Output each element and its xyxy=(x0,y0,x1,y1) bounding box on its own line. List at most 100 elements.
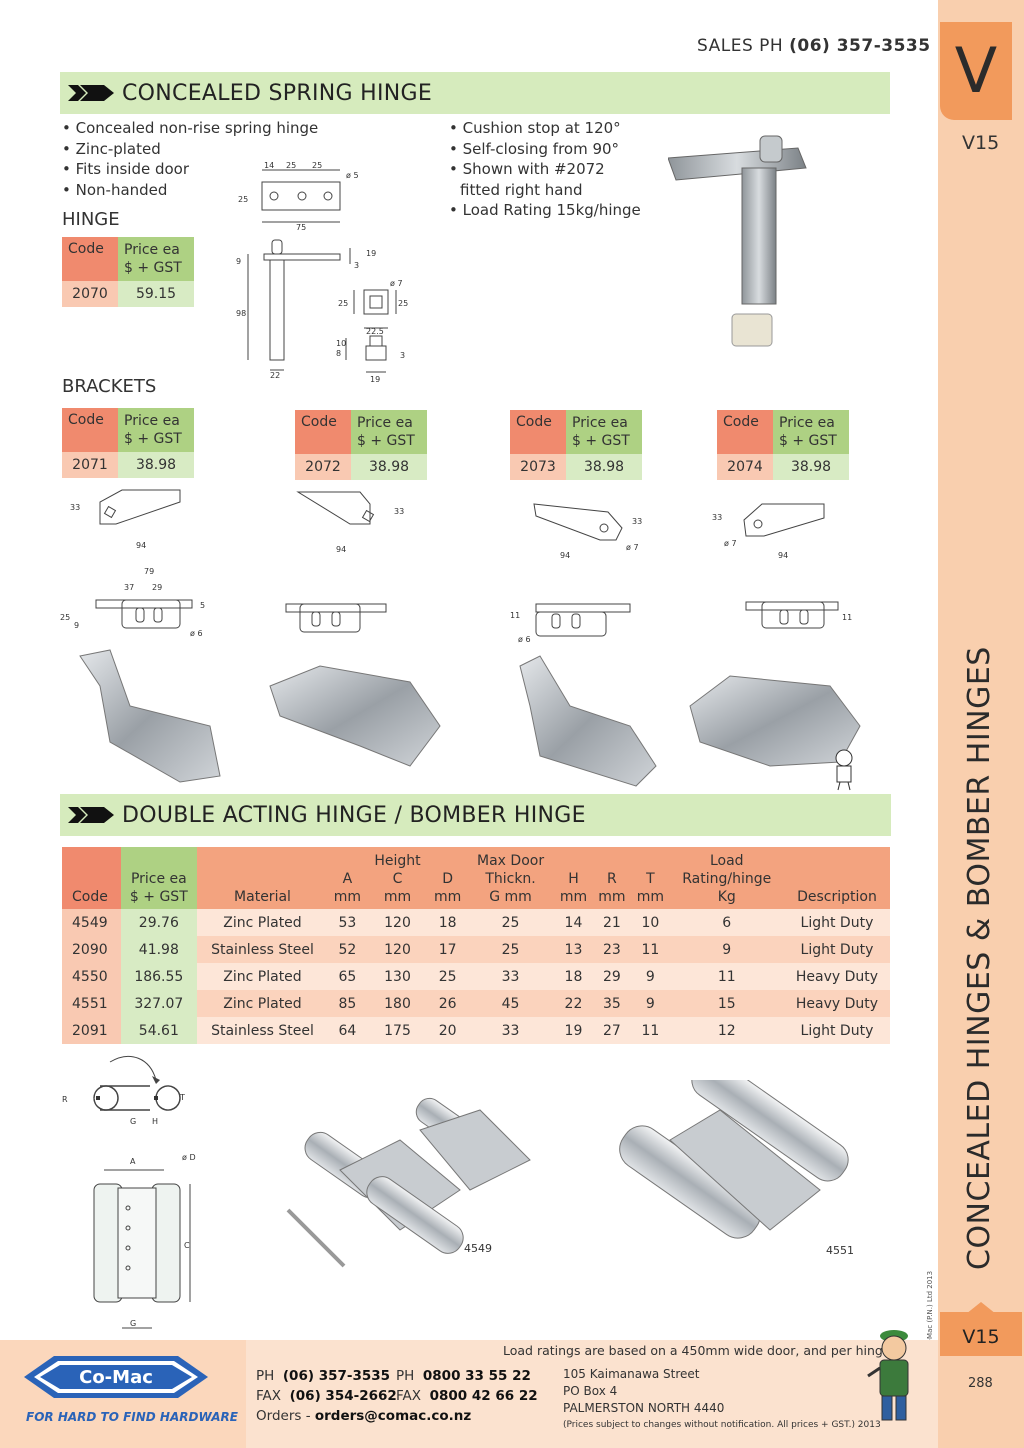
dim-label: 3 xyxy=(400,351,405,360)
code-header: Code xyxy=(62,408,118,452)
table-cell: 120 xyxy=(366,909,429,936)
table-cell: 53 xyxy=(328,909,367,936)
table-cell: 175 xyxy=(366,1017,429,1044)
code-header: Code xyxy=(295,410,351,454)
dim-label: 33 xyxy=(394,507,404,516)
dim-label: ø 7 xyxy=(626,543,639,552)
fax-number: (06) 354-2662 xyxy=(289,1388,397,1404)
code-header: Code xyxy=(510,410,566,454)
vertical-section-title: CONCEALED HINGES & BOMBER HINGES xyxy=(962,646,997,1270)
dim-label: 94 xyxy=(778,551,788,560)
load-rating-note: Load ratings are based on a 450mm wide d… xyxy=(503,1343,895,1358)
price-header: Price ea$ + GST xyxy=(773,410,849,454)
freephone-contacts: PH 0800 33 55 22 FAX 0800 42 66 22 xyxy=(396,1366,538,1406)
table-cell: 11 xyxy=(631,936,670,963)
hinge-heading: HINGE xyxy=(62,209,120,230)
dim-label: A xyxy=(130,1157,136,1166)
sales-phone-header: SALES PH (06) 357-3535 xyxy=(697,36,931,56)
bracket-price: 38.98 xyxy=(566,454,642,480)
price-header: Price ea$ + GST xyxy=(118,237,194,281)
concealed-spring-hinge-banner: CONCEALED SPRING HINGE xyxy=(60,72,890,114)
brand-tagline: FOR HARD TO FIND HARDWARE xyxy=(26,1410,238,1424)
table-cell: Zinc Plated xyxy=(196,909,329,936)
price-disclaimer: (Prices subject to changes without notif… xyxy=(563,1420,881,1430)
hinge-price: 59.15 xyxy=(118,281,194,307)
dim-label: ø D xyxy=(182,1153,196,1162)
feature-item: Shown with #2072 xyxy=(449,159,641,180)
arrow-right-icon xyxy=(68,807,114,823)
feature-item: Self-closing from 90° xyxy=(449,139,641,160)
dim-label: 25 xyxy=(312,161,322,170)
dim-label: 25 xyxy=(398,299,408,308)
dim-label: 10 xyxy=(336,339,346,348)
hinge-technical-drawing: 14 25 25 ø 5 25 75 9 98 22 19 3 ø 7 25 2… xyxy=(236,161,408,384)
ph2-number: 0800 33 55 22 xyxy=(422,1368,531,1384)
dim-label: 11 xyxy=(510,611,520,620)
table-cell: 14 xyxy=(554,909,593,936)
table-cell: 9 xyxy=(669,936,784,963)
table-cell: 19 xyxy=(554,1017,593,1044)
dim-label: 9 xyxy=(74,621,79,630)
section-letter: V xyxy=(954,34,998,107)
table-cell: 22 xyxy=(554,990,593,1017)
bracket-price: 38.98 xyxy=(351,454,427,480)
table-cell: 17 xyxy=(428,936,467,963)
table-cell: 27 xyxy=(592,1017,632,1044)
table-cell: 4549 xyxy=(62,909,121,936)
page-code-bottom: V15 xyxy=(962,1326,1000,1348)
code-header: Code xyxy=(717,410,773,454)
table-cell: 120 xyxy=(366,936,429,963)
table-cell: 12 xyxy=(669,1017,784,1044)
orders-email[interactable]: orders@comac.co.nz xyxy=(314,1408,472,1424)
dim-label: 19 xyxy=(370,375,380,384)
dim-label: 94 xyxy=(560,551,570,560)
table-cell: Light Duty xyxy=(783,1017,890,1044)
dim-label: G xyxy=(130,1319,136,1328)
double-acting-hinge-banner: DOUBLE ACTING HINGE / BOMBER HINGE xyxy=(60,794,891,836)
table-cell: 23 xyxy=(592,936,632,963)
dim-label: 33 xyxy=(632,517,642,526)
section-title: DOUBLE ACTING HINGE / BOMBER HINGE xyxy=(122,802,586,828)
spec-column-header: Material xyxy=(196,847,329,909)
bracket-product-photos xyxy=(79,649,861,787)
table-cell: 2090 xyxy=(62,936,121,963)
address-line: PALMERSTON NORTH 4440 xyxy=(563,1401,725,1415)
table-cell: 85 xyxy=(328,990,367,1017)
dim-label: G xyxy=(130,1117,136,1126)
table-cell: 41.98 xyxy=(120,936,197,963)
table-cell: 13 xyxy=(554,936,593,963)
mascot-small-icon xyxy=(835,749,853,791)
page-number: 288 xyxy=(968,1376,993,1391)
table-cell: 25 xyxy=(466,936,555,963)
table-cell: 54.61 xyxy=(120,1017,197,1044)
dim-label: 25 xyxy=(338,299,348,308)
dim-label: 94 xyxy=(136,541,146,550)
dim-label: 33 xyxy=(70,503,80,512)
price-header: Price ea$ + GST xyxy=(351,410,427,454)
dim-label: 5 xyxy=(200,601,205,610)
dim-label: R xyxy=(62,1095,68,1104)
photo-label: 4551 xyxy=(826,1244,854,1257)
sales-label: SALES PH xyxy=(697,36,784,56)
ph-number: (06) 357-3535 xyxy=(282,1368,391,1384)
table-cell: 26 xyxy=(428,990,467,1017)
dim-label: 25 xyxy=(286,161,296,170)
table-cell: Heavy Duty xyxy=(783,990,890,1017)
feature-item-continued: fitted right hand xyxy=(460,180,583,199)
table-cell: 9 xyxy=(631,990,670,1017)
price-header: Price ea$ + GST xyxy=(566,410,642,454)
arrow-right-icon xyxy=(68,85,114,101)
dim-label: 8 xyxy=(336,349,341,358)
bomber-hinge-photos: 4549 4551 xyxy=(286,1080,854,1268)
table-cell: Stainless Steel xyxy=(196,1017,329,1044)
fax2-label: FAX xyxy=(396,1388,422,1404)
table-cell: 25 xyxy=(428,963,467,990)
table-cell: 29 xyxy=(592,963,632,990)
table-cell: 25 xyxy=(466,909,555,936)
feature-item: Zinc-plated xyxy=(62,139,318,160)
side-tab-strip xyxy=(938,0,1024,1448)
table-cell: Light Duty xyxy=(783,909,890,936)
